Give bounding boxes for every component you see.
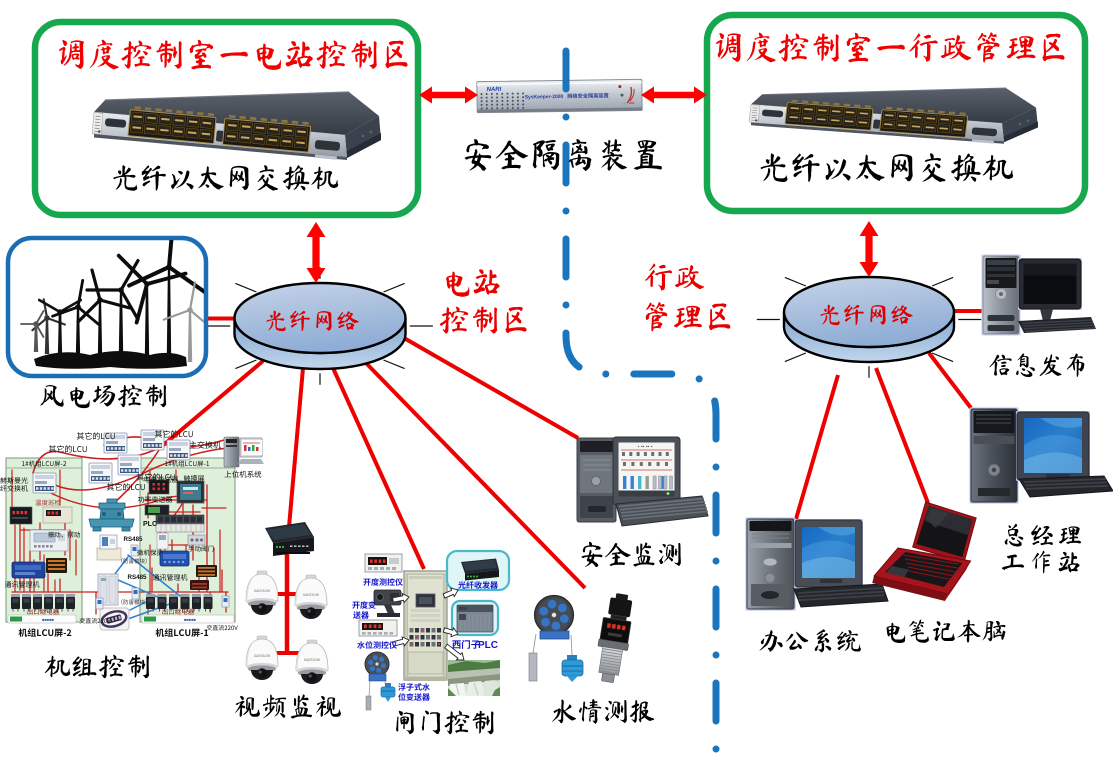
svg-text:SysKeeper-2000: SysKeeper-2000 [525,94,564,101]
svg-text:PLC: PLC [478,640,498,651]
svg-text:SANTACHI: SANTACHI [254,654,270,658]
svg-text:NARI: NARI [487,87,502,93]
svg-text:RS485: RS485 [128,574,147,581]
svg-text:▪ ▪▪ ▪▪ ▪: ▪ ▪▪ ▪▪ ▪ [638,444,653,450]
svg-text:■■■■■: ■■■■■ [42,617,55,622]
svg-text:■■■■■: ■■■■■ [184,617,197,622]
svg-text:RS485: RS485 [124,536,143,543]
svg-text:SANTACHI: SANTACHI [303,593,319,597]
svg-text:PLC: PLC [143,521,157,528]
svg-text:SANTACHI: SANTACHI [254,589,270,593]
svg-text:SANTACHI: SANTACHI [304,658,320,662]
